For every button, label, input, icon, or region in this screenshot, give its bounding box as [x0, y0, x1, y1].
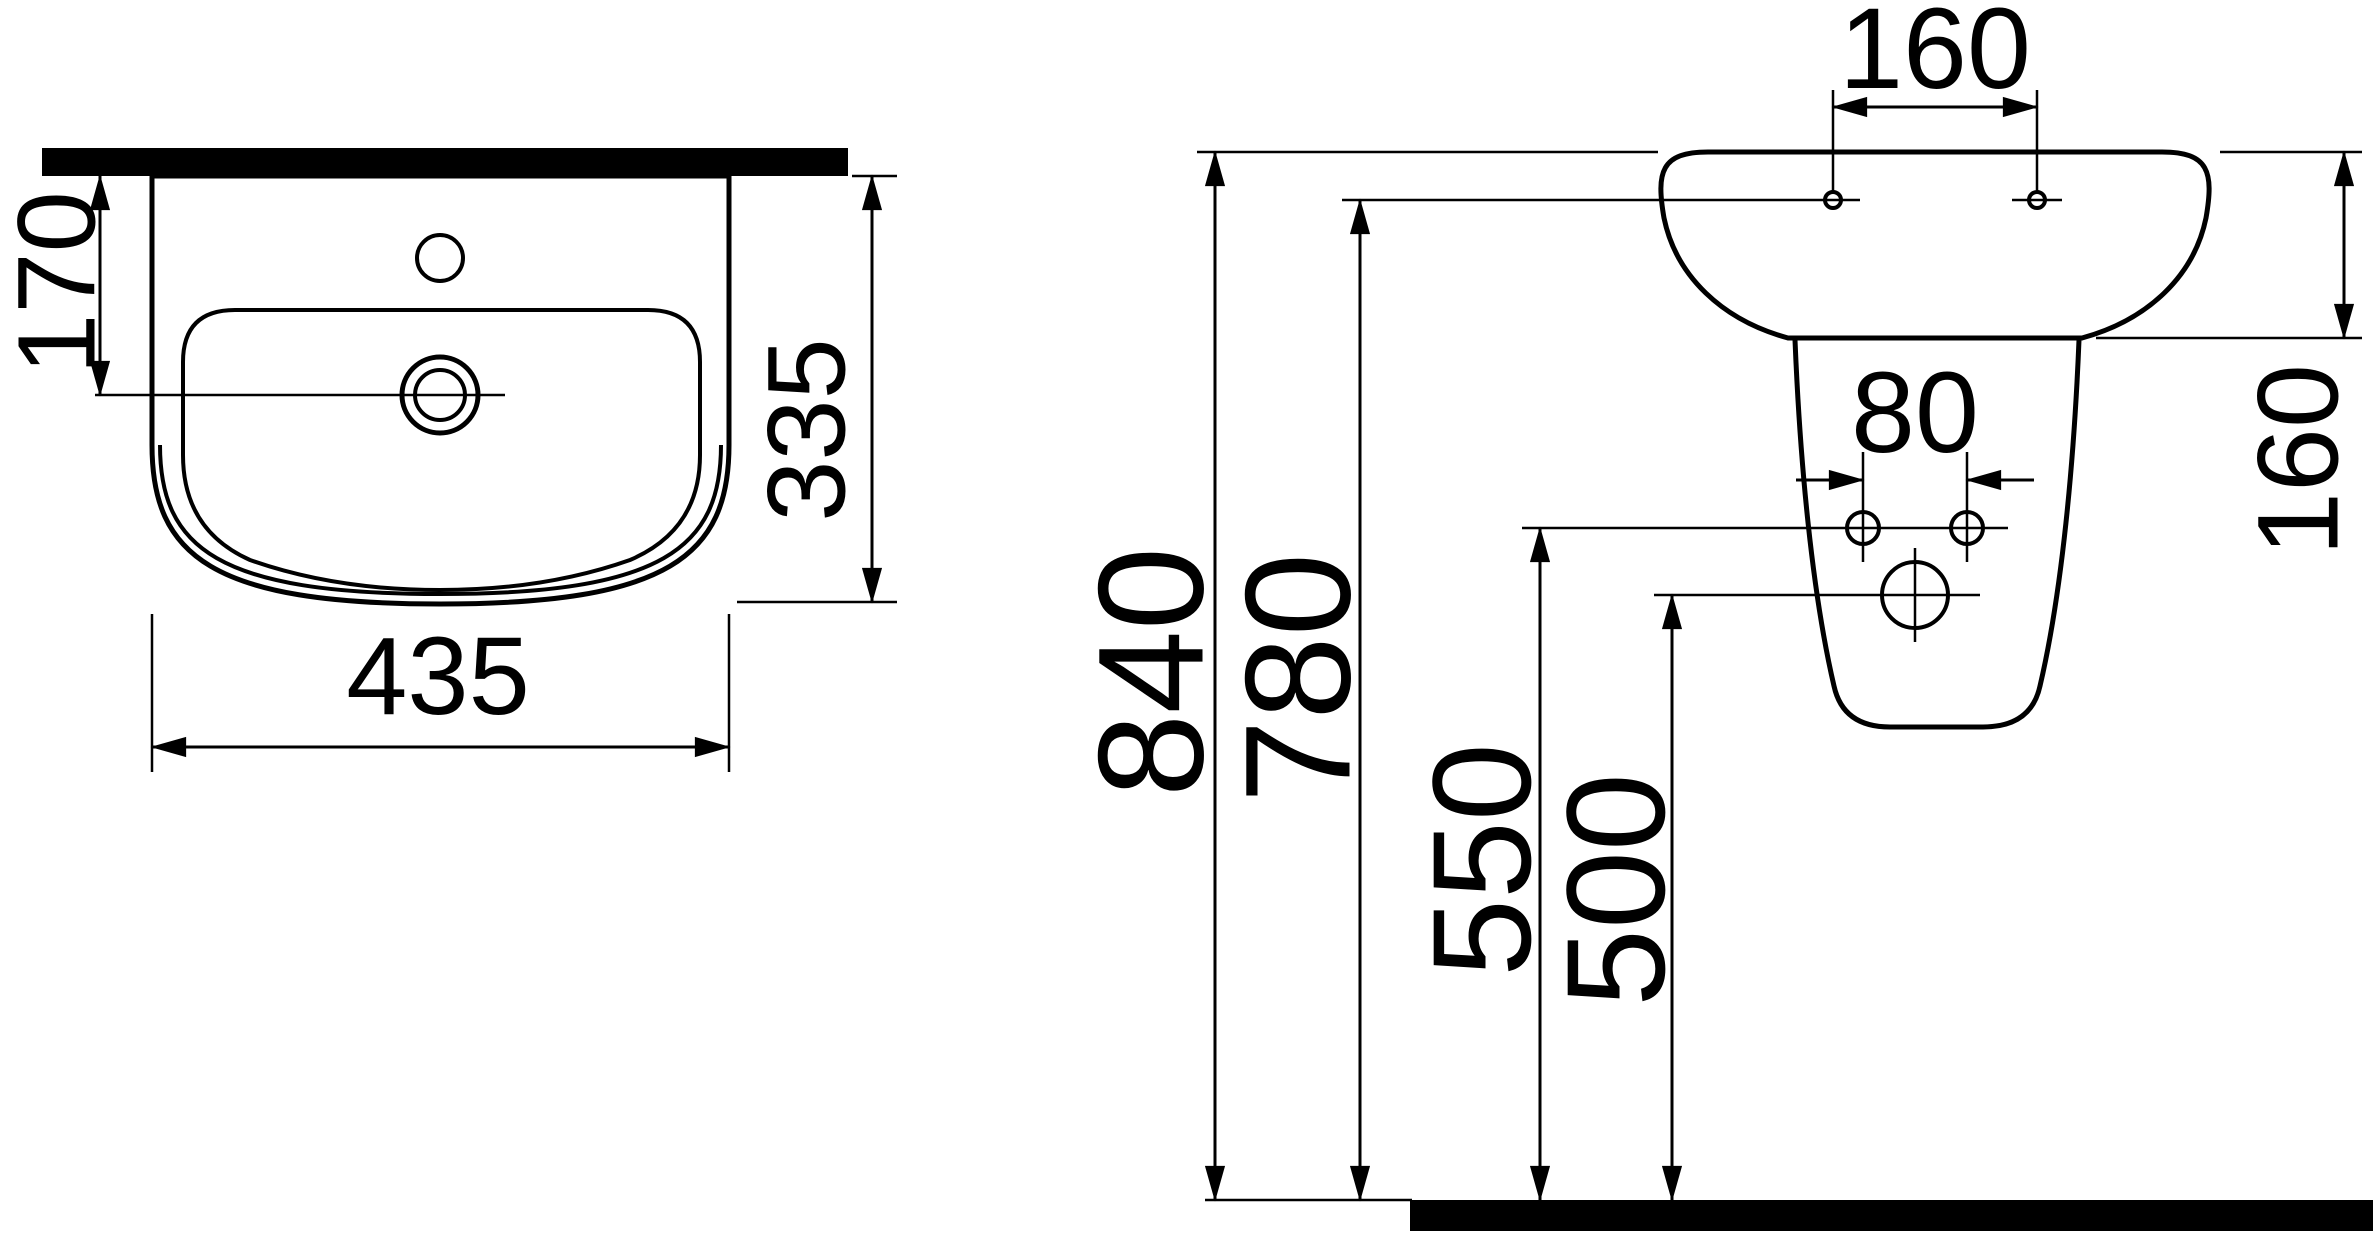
dim-840: 840 — [1067, 150, 1658, 1202]
dim-label-435: 435 — [346, 615, 530, 738]
dim-170: 170 — [0, 174, 505, 397]
basin-inner-bowl — [181, 308, 702, 593]
floor-line — [1410, 1200, 2373, 1231]
dim-160-top: 160 — [1831, 0, 2039, 191]
dim-label-500: 500 — [1537, 773, 1694, 1007]
front-view: 160 80 160 — [1067, 0, 2373, 1231]
dim-550: 550 — [1403, 526, 2008, 1202]
dim-label-780: 780 — [1214, 553, 1382, 803]
basin-outline-top-view — [149, 173, 732, 607]
dim-label-335: 335 — [746, 338, 869, 522]
dim-80: 80 — [1796, 349, 2034, 491]
dim-500: 500 — [1537, 593, 1980, 1202]
dim-780: 780 — [1214, 198, 1860, 1202]
dim-label-80: 80 — [1851, 349, 1979, 477]
dim-435: 435 — [150, 614, 731, 772]
dim-160-right: 160 — [2096, 150, 2362, 556]
top-view: 170 335 435 — [0, 148, 897, 772]
basin-rim-inner-line — [158, 444, 723, 597]
dim-label-170: 170 — [0, 191, 119, 375]
pedestal-outline — [1792, 337, 2082, 730]
overflow-hole — [415, 233, 465, 283]
dim-label-550: 550 — [1403, 743, 1560, 977]
wall-line — [42, 148, 848, 176]
dim-label-160-top: 160 — [1839, 0, 2031, 113]
dim-label-840: 840 — [1067, 547, 1235, 797]
dim-label-160-right: 160 — [2234, 364, 2362, 556]
dim-335: 335 — [737, 174, 897, 604]
basin-outline-front-view — [1658, 149, 2212, 341]
